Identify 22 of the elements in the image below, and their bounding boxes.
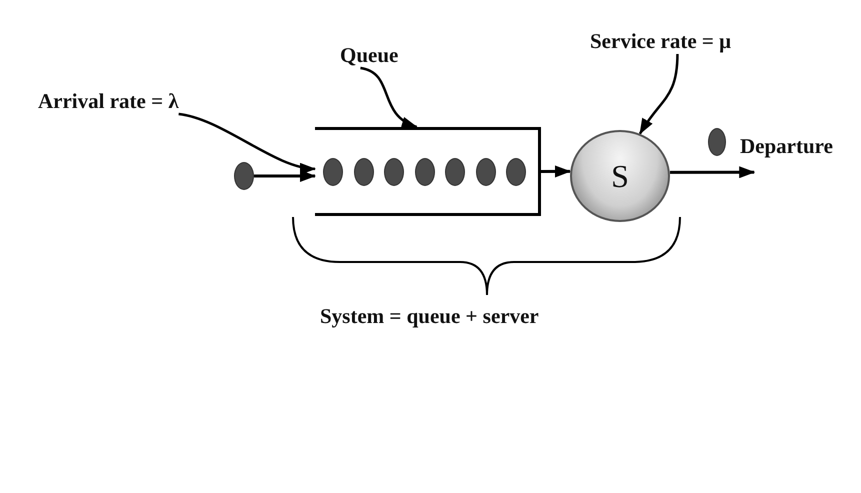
- queue-label: Queue: [340, 42, 398, 68]
- customer-dot: [476, 158, 496, 186]
- customer-dot: [445, 158, 465, 186]
- customer-dot: [323, 158, 343, 186]
- departure-label: Departure: [740, 133, 858, 173]
- customer-dot: [234, 162, 254, 190]
- system-label: System = queue + server: [320, 303, 539, 329]
- server-circle: S: [570, 130, 670, 222]
- leader-line: [638, 54, 679, 135]
- arrow: [541, 165, 571, 178]
- customer-dot: [414, 158, 434, 186]
- leader-line: [178, 112, 316, 174]
- queue-box: [315, 127, 541, 216]
- customer-dot: [506, 158, 526, 186]
- customer-dot: [708, 128, 726, 156]
- service-rate-label: Service rate = μ: [590, 28, 732, 54]
- arrow: [254, 170, 316, 182]
- customer-dot: [384, 158, 404, 186]
- arrival-rate-label: Arrival rate = λ: [38, 88, 179, 114]
- leader-line: [360, 66, 418, 128]
- customer-dot: [354, 158, 374, 186]
- arrow: [670, 166, 756, 178]
